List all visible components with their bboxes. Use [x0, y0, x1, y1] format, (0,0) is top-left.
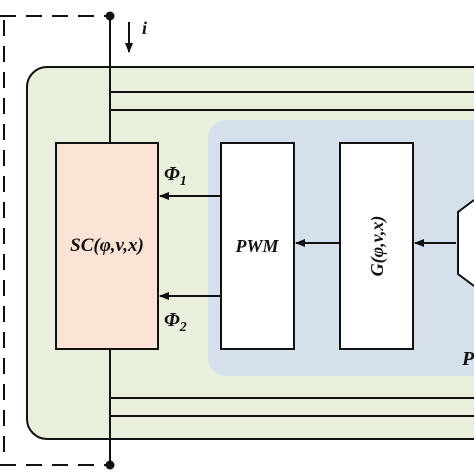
pwm-block-label: PWM: [234, 236, 279, 256]
g-block-label: G(φ,v,x): [367, 216, 388, 277]
sc-block: [55, 142, 159, 350]
partial-right-label: P: [461, 348, 474, 370]
g-block: [339, 142, 414, 350]
partial-right-block: [457, 199, 474, 287]
node-dot-bottom: [105, 460, 115, 470]
sc-block-label: SC(φ,v,x): [70, 235, 144, 256]
phi1-label: Φ1: [164, 163, 187, 189]
node-dot-top: [105, 11, 115, 21]
phi2-label: Φ2: [164, 309, 187, 335]
pwm-block: [220, 142, 295, 350]
current-label: i: [142, 18, 147, 38]
